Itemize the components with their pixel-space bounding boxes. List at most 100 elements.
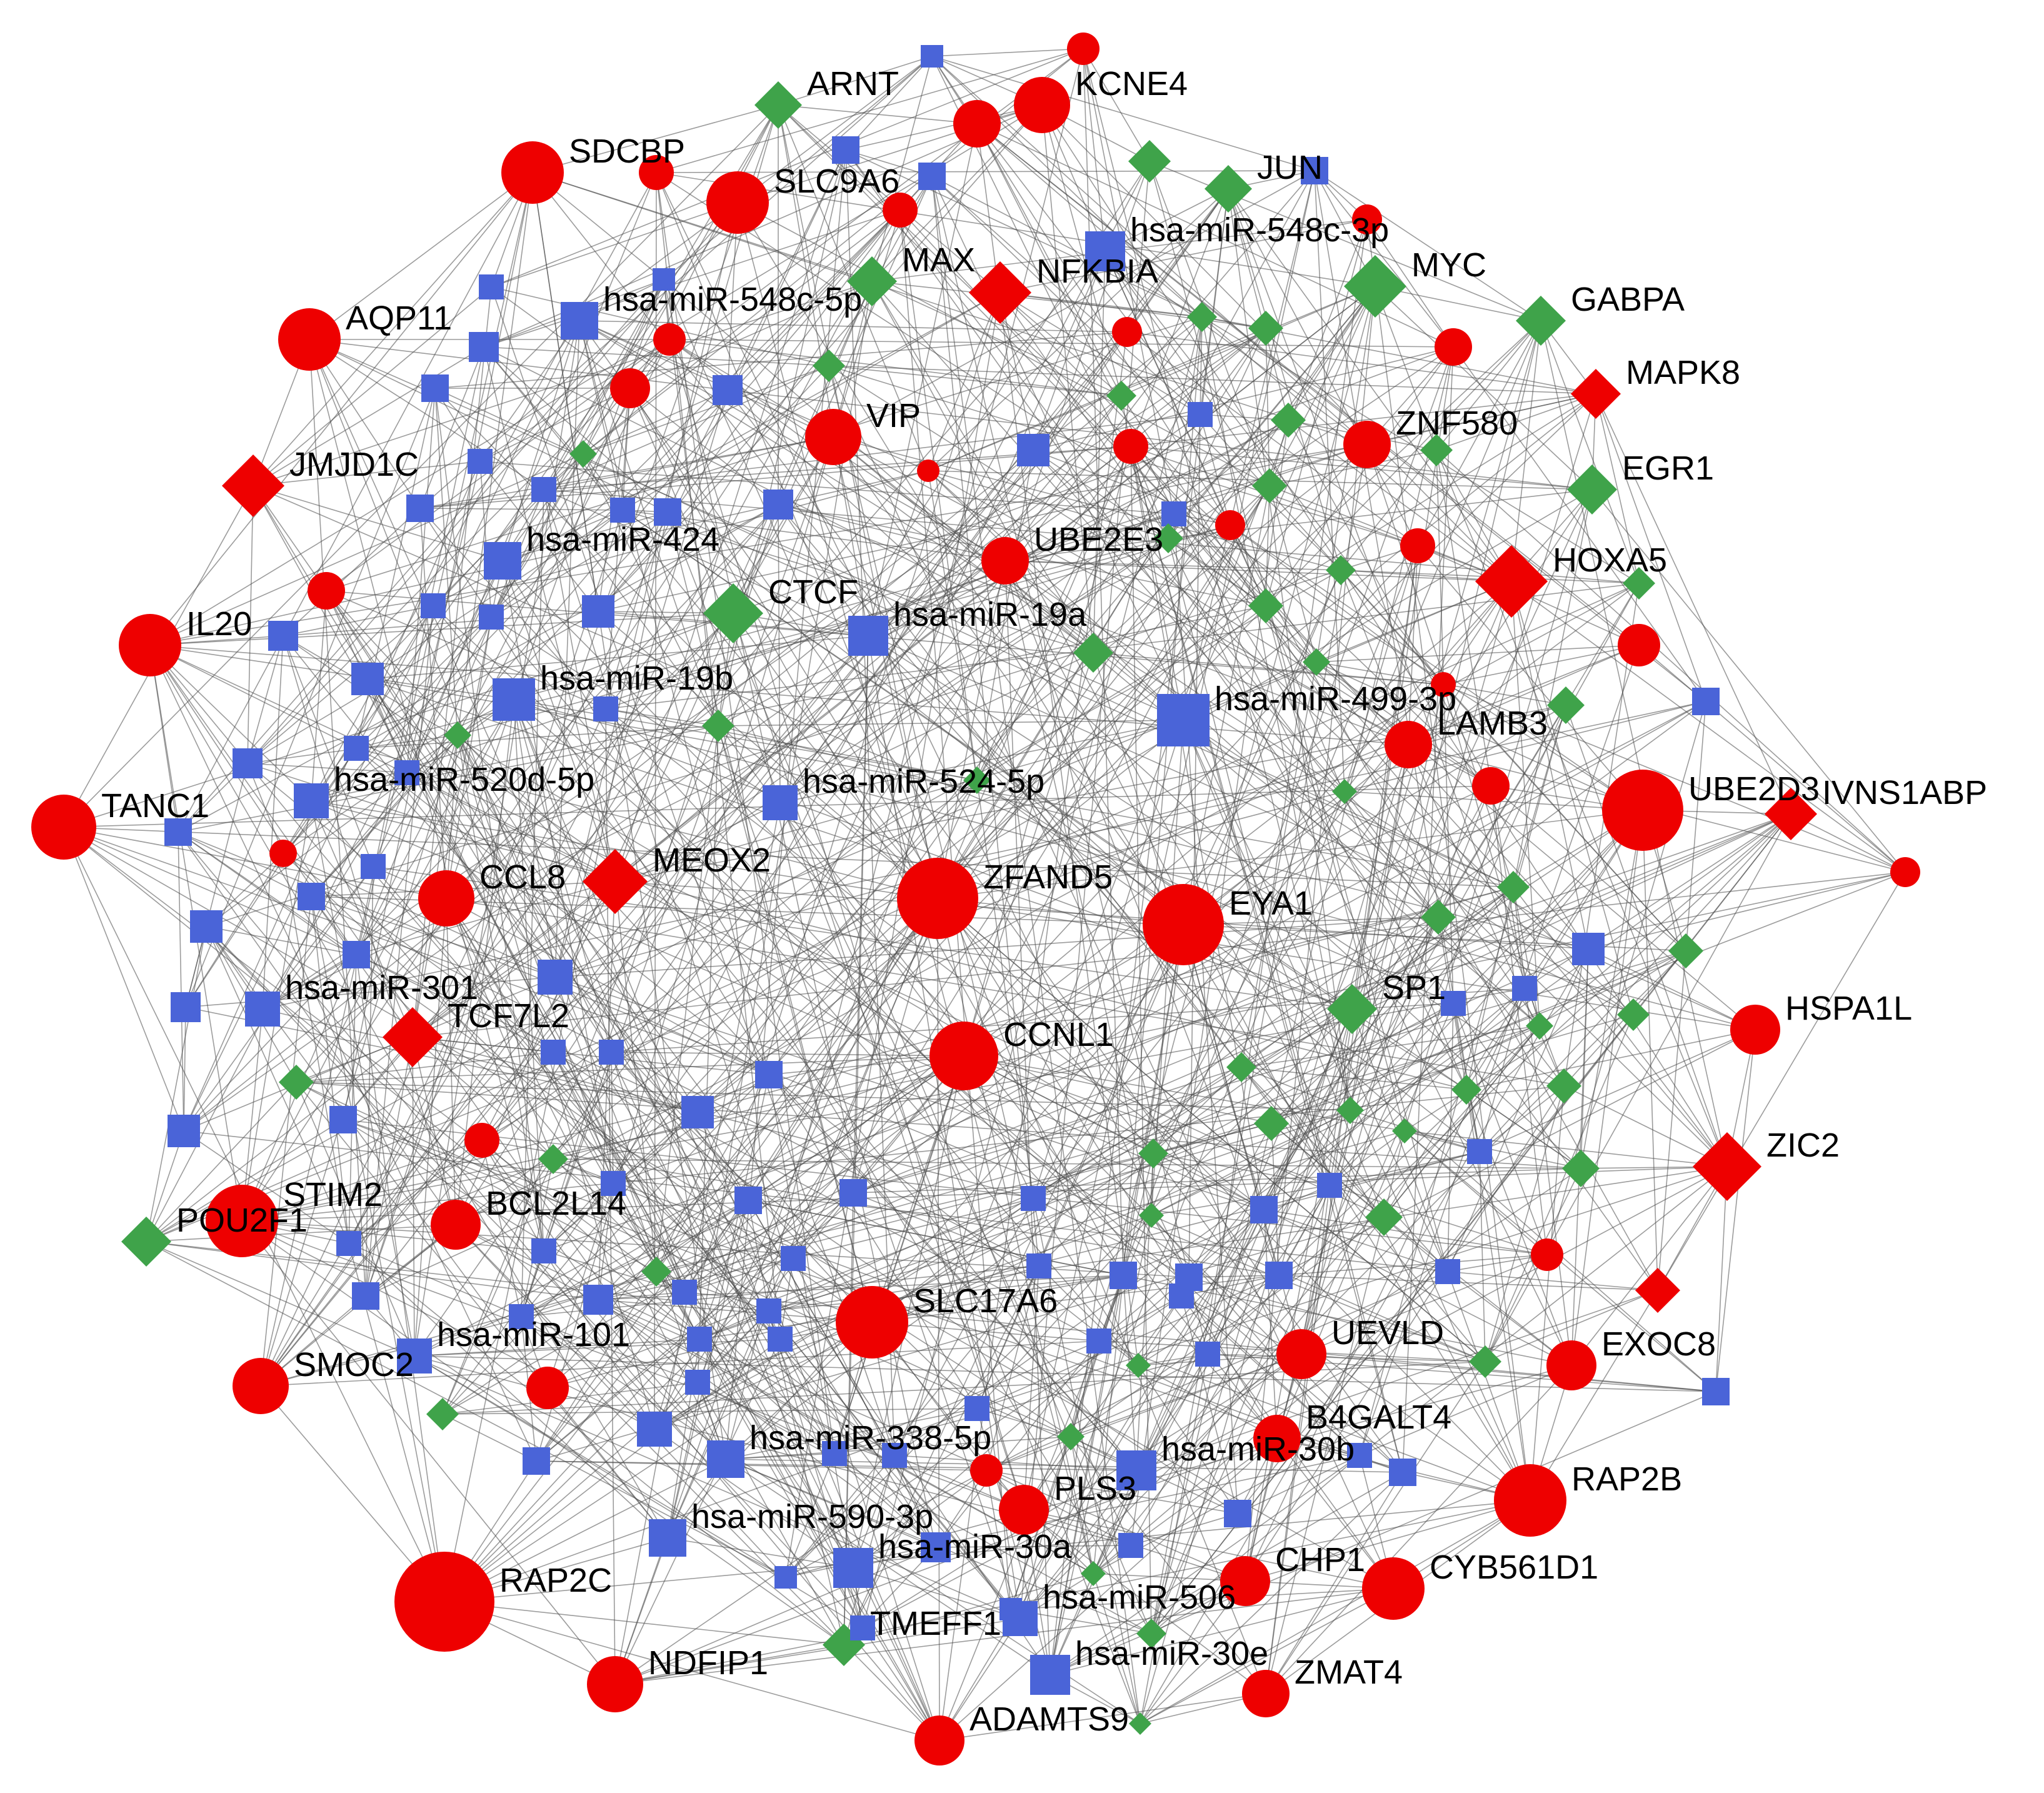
gene-node-zfand5[interactable]: [897, 858, 978, 939]
gene-tf-node-tcf7l2[interactable]: [383, 1007, 443, 1067]
gene-tf-node-meox2[interactable]: [583, 849, 648, 914]
mirna-node[interactable]: [523, 1447, 550, 1475]
mirna-node[interactable]: [839, 1179, 867, 1207]
tf-node[interactable]: [1128, 140, 1171, 183]
gene-node-rap2b[interactable]: [1494, 1464, 1566, 1537]
mirna-node[interactable]: [822, 1441, 847, 1466]
mirna-node[interactable]: [1195, 1342, 1220, 1367]
tf-node[interactable]: [569, 440, 597, 468]
tf-node[interactable]: [1326, 555, 1356, 585]
mirna-node[interactable]: [164, 818, 192, 846]
mirna-node[interactable]: [1026, 1253, 1051, 1278]
tf-node[interactable]: [1562, 1150, 1600, 1187]
mirna-node[interactable]: [687, 1327, 712, 1352]
gene-node[interactable]: [1618, 624, 1660, 666]
mirna-node[interactable]: [654, 498, 681, 526]
gene-node-ccnl1[interactable]: [929, 1022, 998, 1090]
gene-node-b4galt4[interactable]: [1253, 1415, 1301, 1462]
tf-node-jun[interactable]: [1205, 165, 1252, 213]
mirna-node[interactable]: [593, 696, 618, 721]
mirna-node[interactable]: [681, 1096, 714, 1128]
mirna-node[interactable]: [1250, 1196, 1278, 1223]
mirna-node[interactable]: [1347, 1443, 1372, 1468]
tf-node[interactable]: [1248, 588, 1283, 623]
gene-node-hspa1l[interactable]: [1730, 1005, 1780, 1055]
tf-node[interactable]: [1252, 468, 1287, 503]
mirna-node[interactable]: [768, 1327, 793, 1352]
gene-tf-node-ivns1abp[interactable]: [1765, 788, 1817, 840]
mirna-node[interactable]: [538, 960, 573, 995]
gene-node-chp1[interactable]: [1220, 1556, 1270, 1606]
gene-node-ube2d3[interactable]: [1602, 770, 1683, 851]
mirna-node[interactable]: [610, 498, 635, 523]
gene-node-aqp11[interactable]: [278, 308, 341, 371]
mirna-node[interactable]: [329, 1106, 357, 1133]
tf-node-ctcf[interactable]: [703, 583, 763, 643]
mirna-node[interactable]: [1224, 1500, 1251, 1527]
tf-node[interactable]: [1057, 1423, 1085, 1450]
mirna-node-hsa-mir-19a[interactable]: [848, 616, 888, 656]
mirna-node[interactable]: [509, 1304, 534, 1329]
tf-node[interactable]: [813, 349, 845, 382]
tf-node[interactable]: [1420, 434, 1453, 466]
mirna-node[interactable]: [763, 490, 793, 520]
tf-node[interactable]: [1547, 686, 1585, 724]
gene-node-sdcbp[interactable]: [501, 141, 564, 204]
mirna-node[interactable]: [479, 274, 504, 299]
tf-node-gabpa[interactable]: [1516, 296, 1566, 346]
mirna-node[interactable]: [343, 941, 370, 968]
mirna-node[interactable]: [1169, 1283, 1194, 1308]
tf-node[interactable]: [1469, 1345, 1501, 1378]
tf-node[interactable]: [1336, 1097, 1364, 1124]
mirna-node[interactable]: [999, 1598, 1022, 1620]
mirna-node[interactable]: [1161, 501, 1186, 526]
tf-node[interactable]: [1365, 1198, 1403, 1236]
tf-node[interactable]: [1526, 1012, 1553, 1040]
tf-node[interactable]: [1187, 302, 1217, 332]
gene-node-rap2c[interactable]: [394, 1552, 494, 1652]
gene-node-zmat4[interactable]: [1242, 1670, 1290, 1717]
gene-node-slc9a6[interactable]: [706, 171, 769, 234]
mirna-node[interactable]: [1389, 1459, 1416, 1486]
gene-node[interactable]: [1431, 672, 1456, 697]
mirna-node[interactable]: [756, 1298, 781, 1323]
gene-tf-node[interactable]: [1635, 1268, 1680, 1313]
mirna-node[interactable]: [468, 449, 493, 474]
gene-node-vip[interactable]: [805, 409, 861, 465]
tf-node-arnt[interactable]: [754, 81, 802, 129]
tf-node[interactable]: [1073, 633, 1113, 673]
mirna-node[interactable]: [336, 1231, 361, 1256]
gene-node[interactable]: [917, 460, 939, 482]
gene-node[interactable]: [883, 193, 918, 228]
mirna-node[interactable]: [531, 477, 556, 502]
tf-node[interactable]: [1271, 403, 1306, 438]
mirna-node[interactable]: [190, 910, 223, 943]
mirna-node-hsa-mir-30e[interactable]: [1030, 1655, 1070, 1695]
gene-node[interactable]: [1400, 528, 1435, 563]
gene-node-smoc2[interactable]: [233, 1358, 289, 1414]
tf-node[interactable]: [1546, 1068, 1581, 1103]
mirna-node[interactable]: [672, 1280, 697, 1305]
tf-node-max[interactable]: [847, 256, 897, 306]
tf-node[interactable]: [641, 1257, 671, 1287]
mirna-node-hsa-mir-101[interactable]: [397, 1338, 432, 1374]
gene-node-adamts9[interactable]: [914, 1715, 964, 1765]
tf-node[interactable]: [1617, 998, 1650, 1031]
gene-node-il20[interactable]: [119, 614, 181, 676]
mirna-node[interactable]: [1265, 1262, 1293, 1289]
mirna-node-hsa-mir-499-3p[interactable]: [1157, 694, 1210, 746]
mirna-node[interactable]: [882, 1443, 907, 1468]
mirna-node[interactable]: [421, 374, 449, 402]
tf-node[interactable]: [1153, 523, 1183, 553]
gene-tf-node-zic2[interactable]: [1693, 1132, 1761, 1201]
gene-node[interactable]: [1067, 33, 1100, 65]
mirna-node[interactable]: [774, 1566, 797, 1589]
mirna-node[interactable]: [531, 1238, 556, 1263]
mirna-node[interactable]: [601, 1171, 626, 1196]
gene-node[interactable]: [1113, 429, 1148, 464]
mirna-node-hsa-mir-301[interactable]: [245, 992, 280, 1027]
gene-node-bcl2l14[interactable]: [431, 1200, 481, 1250]
gene-tf-node-mapk8[interactable]: [1571, 369, 1621, 419]
gene-node[interactable]: [1472, 767, 1510, 805]
gene-node[interactable]: [526, 1367, 569, 1409]
